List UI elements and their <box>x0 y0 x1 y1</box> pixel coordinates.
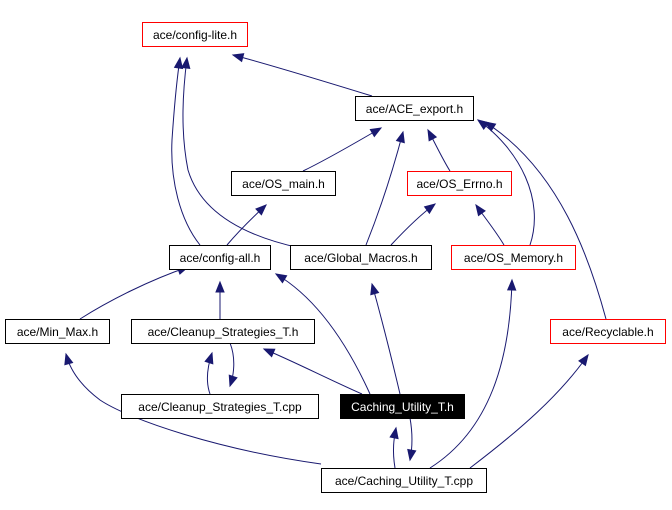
arrowhead-icon <box>506 278 517 291</box>
edge-line <box>371 283 401 395</box>
edge-caching-cpp-to-os-memory <box>429 278 517 469</box>
edge-line <box>429 279 513 469</box>
edge-cleanup-cpp-to-cleanup-h <box>204 351 214 395</box>
edge-caching-h-to-cleanup-h <box>262 348 363 395</box>
arrowhead-icon <box>173 56 184 70</box>
node-config-lite[interactable]: ace/config-lite.h <box>142 22 248 47</box>
node-caching-h[interactable]: Caching_Utility_T.h <box>340 394 465 419</box>
arrowhead-icon <box>423 203 437 215</box>
arrowhead-icon <box>483 121 497 132</box>
edge-line <box>275 273 371 395</box>
arrowhead-icon <box>181 56 191 69</box>
node-ace-export[interactable]: ace/ACE_export.h <box>355 96 474 121</box>
edge-config-all-to-config-lite <box>171 56 201 246</box>
edge-line <box>302 127 382 172</box>
node-cleanup-h[interactable]: ace/Cleanup_Strategies_T.h <box>131 319 315 344</box>
node-label: ace/config-all.h <box>180 251 261 265</box>
edge-line <box>171 57 201 246</box>
node-box <box>131 319 315 344</box>
edge-global-macros-to-os-errno <box>390 203 437 246</box>
arrowhead-icon <box>578 353 589 367</box>
edge-min-max-to-config-all <box>79 265 190 320</box>
node-config-all[interactable]: ace/config-all.h <box>169 245 271 270</box>
node-box <box>231 171 336 196</box>
arrowhead-icon <box>262 348 276 358</box>
node-box <box>451 245 576 270</box>
node-label: ace/Recyclable.h <box>562 325 653 339</box>
arrowhead-icon <box>427 128 438 142</box>
node-global-macros[interactable]: ace/Global_Macros.h <box>290 245 432 270</box>
node-box <box>169 245 271 270</box>
node-caching-cpp[interactable]: ace/Caching_Utility_T.cpp <box>321 468 487 493</box>
edge-caching-h-to-global-macros <box>370 282 401 395</box>
dependency-edges <box>64 53 607 469</box>
node-os-main[interactable]: ace/OS_main.h <box>231 171 336 196</box>
edge-config-all-to-os-main <box>226 204 267 246</box>
arrowhead-icon <box>231 53 245 63</box>
arrowhead-icon <box>215 280 225 293</box>
arrowhead-icon <box>370 282 380 296</box>
edge-os-memory-to-os-errno <box>475 203 505 246</box>
arrowhead-icon <box>389 426 399 440</box>
arrowhead-icon <box>395 130 405 144</box>
edge-cleanup-h-to-config-all <box>215 280 225 319</box>
header-nodes: ace/config-lite.h ace/ACE_export.h ace/OS_… <box>5 22 666 493</box>
arrowhead-icon <box>475 203 486 217</box>
arrowhead-icon <box>204 351 214 365</box>
edge-line <box>79 266 189 320</box>
node-box <box>321 468 487 493</box>
node-min-max[interactable]: ace/Min_Max.h <box>5 319 110 344</box>
node-label: ace/config-lite.h <box>153 28 237 42</box>
edge-line <box>469 354 589 469</box>
edge-line <box>484 121 607 320</box>
edge-global-macros-to-ace-export <box>365 130 405 246</box>
edge-ace-export-to-config-lite <box>231 53 373 97</box>
node-label: ace/OS_Memory.h <box>464 251 563 265</box>
edge-line <box>182 57 301 249</box>
edge-global-macros-to-config-lite <box>181 56 301 249</box>
arrowhead-icon <box>274 273 288 284</box>
node-os-errno[interactable]: ace/OS_Errno.h <box>407 171 512 196</box>
node-box <box>355 96 474 121</box>
edge-os-errno-to-ace-export <box>427 128 451 172</box>
edge-line <box>477 119 535 246</box>
edge-line <box>263 348 363 395</box>
edge-caching-h-to-config-all <box>274 273 371 395</box>
node-cleanup-cpp[interactable]: ace/Cleanup_Strategies_T.cpp <box>121 394 319 419</box>
node-label: ace/OS_Errno.h <box>416 177 502 191</box>
node-label: ace/Min_Max.h <box>17 325 98 339</box>
edge-os-main-to-ace-export <box>302 127 383 172</box>
node-box <box>340 394 465 419</box>
node-box <box>121 394 319 419</box>
edge-caching-cpp-to-recyclable <box>469 353 589 469</box>
arrowhead-icon <box>369 127 383 138</box>
arrowhead-icon <box>407 448 417 462</box>
node-box <box>142 22 248 47</box>
node-label: ace/Cleanup_Strategies_T.h <box>148 325 299 339</box>
edge-recyclable-to-ace-export <box>483 121 607 320</box>
arrowhead-icon <box>228 374 238 388</box>
arrowhead-icon <box>255 204 267 216</box>
node-box <box>407 171 512 196</box>
node-box <box>5 319 110 344</box>
node-box <box>550 319 666 344</box>
node-label: ace/Cleanup_Strategies_T.cpp <box>138 400 302 414</box>
edge-caching-cpp-to-caching-h <box>389 426 399 469</box>
edge-line <box>232 54 373 97</box>
node-label: ace/Caching_Utility_T.cpp <box>335 474 473 488</box>
node-os-memory[interactable]: ace/OS_Memory.h <box>451 245 576 270</box>
arrowhead-icon <box>64 352 74 366</box>
node-label: ace/Global_Macros.h <box>304 251 417 265</box>
edge-cleanup-h-to-cleanup-cpp <box>228 342 238 388</box>
node-recyclable[interactable]: ace/Recyclable.h <box>550 319 666 344</box>
edge-line <box>365 131 404 246</box>
node-box <box>290 245 432 270</box>
node-label: ace/OS_main.h <box>242 177 325 191</box>
node-label: ace/ACE_export.h <box>366 102 463 116</box>
node-label: Caching_Utility_T.h <box>351 400 454 414</box>
edge-caching-h-to-caching-cpp <box>407 417 417 462</box>
